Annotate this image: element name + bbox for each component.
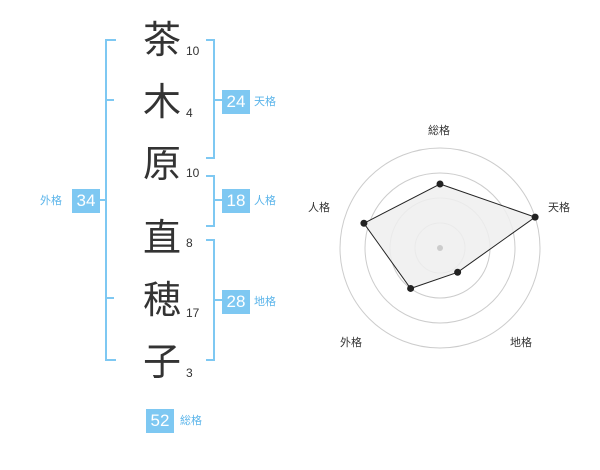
jinkaku-value: 18 [222,189,250,213]
name-char-4: 直 [142,216,181,260]
name-char-2: 木 [142,80,181,124]
radar-point-tenkaku [531,213,539,221]
radar-label-tenkaku: 天格 [548,201,570,214]
radar-ring-4 [339,147,541,349]
name-char-1: 茶 [142,18,181,62]
radar-point-chikaku [454,268,462,276]
radar-point-jinkaku [360,219,368,227]
tenkaku-value: 24 [222,90,250,114]
tenkaku-label: 天格 [254,95,276,108]
chikaku-value: 28 [222,290,250,314]
name-char-3: 原 [142,142,181,186]
stroke-count-5: 17 [186,306,200,320]
gaikaku-label: 外格 [40,194,62,207]
gaikaku-value: 34 [72,189,100,213]
radar-point-soukaku [436,180,444,188]
jinkaku-label: 人格 [254,194,276,207]
radar-label-gaikaku: 外格 [340,336,362,349]
soukaku-value: 52 [146,409,174,433]
radar-point-gaikaku [407,284,415,292]
radar-points [360,180,539,292]
name-char-5: 穂 [142,278,181,322]
stroke-count-1: 10 [186,44,200,58]
radar-center-dot [437,245,443,251]
stroke-count-4: 8 [186,236,193,250]
radar-ring-3 [364,172,516,324]
soukaku-label: 総格 [180,414,202,427]
chikaku-label: 地格 [254,295,276,308]
radar-label-chikaku: 地格 [510,336,532,349]
radar-label-jinkaku: 人格 [308,201,330,214]
stroke-count-3: 10 [186,166,200,180]
radar-label-soukaku: 総格 [428,124,450,137]
name-char-6: 子 [142,340,181,384]
stroke-count-6: 3 [186,366,193,380]
stroke-count-2: 4 [186,106,193,120]
radar-polygon [363,183,537,290]
